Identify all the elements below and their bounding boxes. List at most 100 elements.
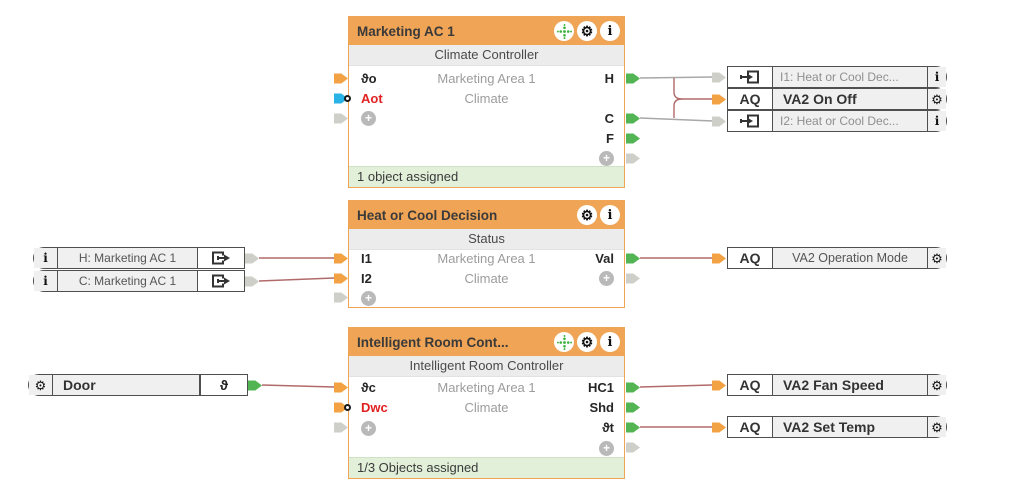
add-output-icon[interactable]: +: [599, 441, 614, 456]
gear-icon[interactable]: ⚙: [928, 89, 946, 109]
input-ref-i2-heat-or-cool[interactable]: I2: Heat or Cool Dec... i: [727, 110, 947, 132]
input-ref-door[interactable]: ⚙ Door ϑ: [28, 374, 248, 396]
block-body: Marketing Area 1 Climate ϑc Dwc + HC1 Sh…: [349, 377, 624, 457]
export-connector-icon: [198, 248, 244, 268]
block-footer-status: 1 object assigned: [349, 166, 624, 187]
wire-cref-to-i2in[interactable]: [258, 277, 335, 282]
output-ref-c-marketing-ac1[interactable]: i C: Marketing AC 1: [33, 270, 245, 292]
block-title: Heat or Cool Decision: [357, 207, 498, 223]
output-aq-va2-set-temp[interactable]: AQ VA2 Set Temp ⚙: [727, 416, 947, 438]
assigned-category-label: Climate: [464, 91, 509, 106]
info-icon[interactable]: i: [928, 67, 946, 87]
add-output-icon[interactable]: +: [599, 151, 614, 166]
block-subtitle: Climate Controller: [349, 45, 624, 66]
pin-c-output[interactable]: [626, 113, 640, 124]
import-connector-icon: [728, 111, 773, 131]
gear-icon[interactable]: ⚙: [928, 248, 946, 268]
output-aq-va2-on-off[interactable]: AQ VA2 On Off ⚙: [727, 88, 947, 110]
output-ref-h-marketing-ac1[interactable]: i H: Marketing AC 1: [33, 247, 245, 269]
aq-port-label: AQ: [728, 248, 773, 268]
info-icon[interactable]: i: [600, 21, 620, 41]
pin-add-output[interactable]: [626, 442, 640, 453]
heat-or-cool-decision-block[interactable]: Heat or Cool Decision ⚙ i Status Marketi…: [348, 200, 625, 308]
pin-i1-input[interactable]: [334, 253, 348, 264]
pin-h-output[interactable]: [626, 73, 640, 84]
wire-h-to-i1[interactable]: [639, 76, 714, 79]
input-label-theta-o: ϑo: [361, 71, 377, 86]
block-header[interactable]: Intelligent Room Cont... ⚙ i: [349, 328, 624, 356]
pin-aq-settemp-input[interactable]: [712, 422, 726, 433]
block-header[interactable]: Heat or Cool Decision ⚙ i: [349, 201, 624, 229]
assigned-area-label: Marketing Area 1: [437, 380, 536, 395]
pin-aot-input[interactable]: [334, 93, 348, 104]
wire-h-branch-to-aq[interactable]: [673, 78, 712, 100]
gear-icon[interactable]: ⚙: [29, 375, 53, 395]
gear-icon[interactable]: ⚙: [577, 205, 597, 225]
input-label-i2: I2: [361, 271, 372, 286]
pin-val-output[interactable]: [626, 253, 640, 264]
add-output-icon[interactable]: +: [599, 271, 614, 286]
ref-label: VA2 On Off: [773, 89, 928, 109]
pin-dwc-connection-dot: [344, 404, 351, 411]
wire-c-to-i2[interactable]: [639, 117, 714, 122]
input-label-aot: Aot: [361, 91, 383, 106]
block-header[interactable]: Marketing AC 1 ⚙ i: [349, 17, 624, 45]
pin-i1-ref-input[interactable]: [712, 72, 726, 83]
pin-add-input[interactable]: [334, 292, 348, 303]
pin-aq-fan-input[interactable]: [712, 380, 726, 391]
block-subtitle: Intelligent Room Controller: [349, 356, 624, 377]
pin-add-output[interactable]: [626, 153, 640, 164]
info-icon[interactable]: i: [600, 205, 620, 225]
output-aq-va2-operation-mode[interactable]: AQ VA2 Operation Mode ⚙: [727, 247, 947, 269]
move-icon[interactable]: [554, 21, 574, 41]
gear-icon[interactable]: ⚙: [928, 375, 946, 395]
climate-controller-block[interactable]: Marketing AC 1 ⚙ i Climate Controller Ma…: [348, 16, 625, 188]
add-input-icon[interactable]: +: [361, 421, 376, 436]
ref-label: H: Marketing AC 1: [58, 248, 198, 268]
pin-door-output[interactable]: [248, 380, 262, 391]
pin-f-output[interactable]: [626, 133, 640, 144]
gear-icon[interactable]: ⚙: [577, 332, 597, 352]
output-label-c: C: [604, 111, 614, 126]
ref-label: I2: Heat or Cool Dec...: [773, 111, 928, 131]
wire-c-branch-to-aq[interactable]: [673, 98, 683, 118]
info-icon[interactable]: i: [34, 271, 58, 291]
wire-hc1-to-fan[interactable]: [639, 384, 713, 388]
pin-dwc-input[interactable]: [334, 402, 348, 413]
output-label-theta-t: ϑt: [602, 420, 614, 435]
wire-door-to-thetac[interactable]: [261, 384, 335, 388]
input-label-theta-c: ϑc: [361, 380, 376, 395]
pin-i2-input[interactable]: [334, 273, 348, 284]
aq-port-label: AQ: [728, 89, 773, 109]
pin-hc1-output[interactable]: [626, 382, 640, 393]
output-label-f: F: [606, 131, 614, 146]
pin-theta-t-output[interactable]: [626, 422, 640, 433]
info-icon[interactable]: i: [600, 332, 620, 352]
add-input-icon[interactable]: +: [361, 111, 376, 126]
intelligent-room-controller-block[interactable]: Intelligent Room Cont... ⚙ i Intelligent…: [348, 327, 625, 479]
input-ref-i1-heat-or-cool[interactable]: I1: Heat or Cool Dec... i: [727, 66, 947, 88]
pin-h-ref-output[interactable]: [245, 253, 259, 264]
output-label-hc1: HC1: [587, 380, 614, 395]
pin-c-ref-output[interactable]: [245, 276, 259, 287]
pin-theta-c-input[interactable]: [334, 382, 348, 393]
input-label-dwc: Dwc: [361, 400, 388, 415]
gear-icon[interactable]: ⚙: [928, 417, 946, 437]
info-icon[interactable]: i: [34, 248, 58, 268]
output-aq-va2-fan-speed[interactable]: AQ VA2 Fan Speed ⚙: [727, 374, 947, 396]
pin-shd-output[interactable]: [626, 402, 640, 413]
pin-add-output[interactable]: [626, 273, 640, 284]
pin-i2-ref-input[interactable]: [712, 116, 726, 127]
ref-label: I1: Heat or Cool Dec...: [773, 67, 928, 87]
move-icon[interactable]: [554, 332, 574, 352]
pin-theta-o-input[interactable]: [334, 73, 348, 84]
pin-aq-onoff-input[interactable]: [712, 94, 726, 105]
add-input-icon[interactable]: +: [361, 291, 376, 306]
pin-add-input[interactable]: [334, 113, 348, 124]
info-icon[interactable]: i: [928, 111, 946, 131]
gear-icon[interactable]: ⚙: [577, 21, 597, 41]
pin-aq-opmode-input[interactable]: [712, 253, 726, 264]
pin-add-input[interactable]: [334, 422, 348, 433]
